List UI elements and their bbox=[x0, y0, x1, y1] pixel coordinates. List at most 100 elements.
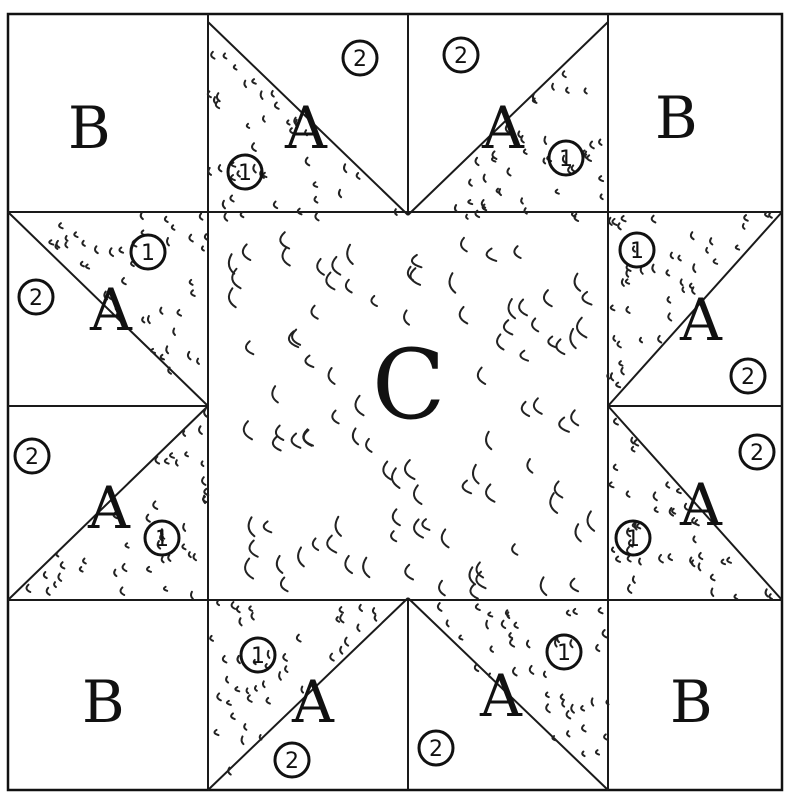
stipple-mark bbox=[504, 320, 512, 334]
stipple-mark bbox=[616, 557, 620, 562]
stipple-mark bbox=[507, 168, 510, 175]
stipple-mark bbox=[546, 693, 549, 698]
stipple-mark bbox=[603, 630, 607, 637]
stipple-mark bbox=[243, 244, 250, 260]
stipple-mark bbox=[44, 572, 47, 578]
stipple-mark bbox=[622, 216, 626, 221]
svg-text:1: 1 bbox=[238, 161, 252, 186]
stipple-mark bbox=[442, 529, 449, 547]
stipple-mark bbox=[161, 355, 164, 360]
stipple-mark bbox=[247, 124, 249, 128]
stipple-mark bbox=[587, 511, 594, 530]
stipple-mark bbox=[383, 462, 391, 480]
stipple-mark bbox=[575, 524, 580, 541]
stipple-mark bbox=[439, 581, 445, 596]
stipple-mark bbox=[769, 594, 772, 599]
stipple-mark bbox=[497, 334, 503, 349]
stipple-mark bbox=[666, 482, 669, 487]
stipple-mark bbox=[541, 577, 547, 595]
circled-number: 1 bbox=[241, 638, 275, 672]
stipple-mark bbox=[499, 189, 501, 195]
stipple-mark bbox=[391, 531, 396, 541]
stipple-mark bbox=[142, 317, 144, 322]
stipple-mark bbox=[487, 249, 497, 261]
stipple-mark bbox=[490, 646, 493, 651]
stipple-mark bbox=[668, 313, 671, 320]
stipple-mark bbox=[405, 460, 415, 479]
stipple-mark bbox=[626, 270, 628, 276]
stipple-mark bbox=[141, 213, 143, 219]
stipple-mark bbox=[166, 346, 168, 353]
stipple-mark bbox=[582, 752, 584, 757]
stipple-mark bbox=[484, 175, 486, 182]
svg-text:1: 1 bbox=[626, 527, 640, 552]
stipple-mark bbox=[548, 337, 556, 348]
stipple-mark bbox=[599, 176, 603, 181]
label-b-bottom-left: B bbox=[82, 668, 125, 736]
stipple-mark bbox=[671, 253, 673, 259]
stipple-mark bbox=[203, 497, 207, 502]
stipple-mark bbox=[292, 330, 300, 345]
stipple-mark bbox=[237, 656, 239, 663]
stipple-mark bbox=[672, 509, 675, 514]
stipple-mark bbox=[461, 238, 467, 252]
stipple-mark bbox=[652, 216, 656, 223]
stipple-mark bbox=[544, 672, 546, 677]
stipple-mark bbox=[244, 421, 252, 439]
stipple-mark bbox=[202, 477, 205, 485]
stipple-mark bbox=[366, 439, 371, 452]
stipple-mark bbox=[575, 274, 581, 291]
stipple-mark bbox=[314, 197, 317, 203]
stipple-mark bbox=[527, 459, 532, 473]
svg-text:1: 1 bbox=[630, 239, 644, 264]
stipple-mark bbox=[173, 329, 175, 335]
stipple-mark bbox=[769, 212, 772, 217]
stipple-mark bbox=[555, 481, 563, 497]
stipple-mark bbox=[285, 666, 287, 672]
stipple-mark bbox=[185, 452, 188, 456]
stipple-mark bbox=[627, 491, 630, 496]
stipple-mark bbox=[165, 459, 169, 464]
stipple-mark bbox=[473, 465, 479, 484]
stipple-mark bbox=[264, 521, 272, 532]
svg-text:2: 2 bbox=[25, 445, 39, 470]
stipple-mark bbox=[332, 257, 340, 275]
stipple-mark bbox=[345, 638, 348, 646]
stipple-mark bbox=[422, 519, 429, 530]
stipple-mark bbox=[27, 585, 31, 592]
stipple-mark bbox=[232, 602, 236, 609]
stipple-mark bbox=[246, 688, 248, 693]
stipple-mark bbox=[534, 398, 542, 413]
stipple-mark bbox=[250, 541, 258, 557]
stipple-mark bbox=[524, 208, 526, 213]
stipple-mark bbox=[74, 232, 77, 237]
stipple-mark bbox=[47, 588, 50, 595]
stipple-mark bbox=[706, 248, 708, 253]
stipple-mark bbox=[340, 607, 343, 613]
svg-text:2: 2 bbox=[454, 44, 468, 69]
stipple-mark bbox=[237, 606, 240, 612]
stipple-mark bbox=[176, 460, 178, 465]
stipple-mark bbox=[532, 318, 538, 331]
stipple-mark bbox=[655, 507, 658, 512]
stipple-mark bbox=[167, 238, 169, 245]
stipple-mark bbox=[766, 589, 768, 596]
stipple-mark bbox=[524, 150, 527, 154]
stipple-mark bbox=[530, 666, 534, 674]
stipple-mark bbox=[604, 734, 607, 739]
stipple-mark bbox=[239, 618, 241, 625]
circled-number: 2 bbox=[343, 41, 377, 75]
stipple-mark bbox=[183, 524, 185, 531]
stipple-mark bbox=[393, 509, 400, 525]
stipple-mark bbox=[599, 140, 601, 145]
stipple-mark bbox=[208, 91, 211, 97]
circled-number: 2 bbox=[731, 359, 765, 393]
stipple-mark bbox=[476, 572, 485, 589]
stipple-mark bbox=[570, 579, 578, 592]
stipple-mark bbox=[392, 468, 400, 488]
stipple-mark bbox=[405, 565, 413, 580]
stipple-mark bbox=[587, 155, 591, 161]
stipple-mark bbox=[164, 587, 167, 591]
stipple-mark bbox=[231, 713, 235, 719]
stipple-mark bbox=[450, 273, 456, 292]
